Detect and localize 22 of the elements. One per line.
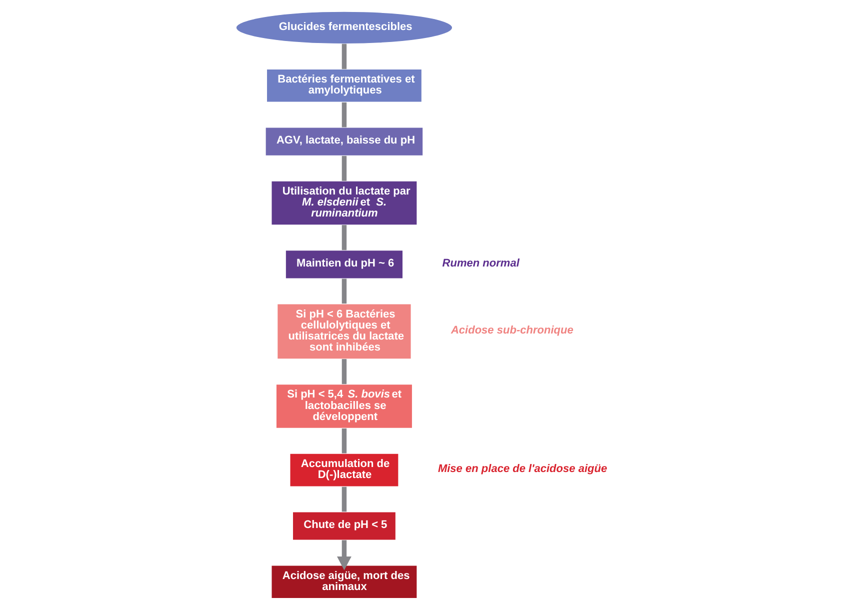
connector: [342, 486, 347, 512]
connector: [342, 44, 347, 70]
node-box: Accumulation de D(-)lactate: [289, 453, 399, 487]
node-box: Acidose aigüe, mort des animaux: [270, 564, 418, 599]
connector: [342, 156, 347, 181]
node-box: AGV, lactate, baisse du pH: [265, 126, 424, 156]
node-box: Chute de pH < 5: [292, 511, 396, 541]
node-box: Si pH < 6 Bactéries cellulolytiques et utilisatrices du lactate sont inhibées: [276, 303, 412, 360]
node-box: Maintien du pH ~ 6: [285, 250, 404, 279]
arrow: [337, 540, 352, 570]
connector: [342, 102, 347, 128]
label: Rumen normal: [442, 258, 520, 270]
label: Mise en place de l'acidose aigüe: [438, 463, 608, 476]
label: Acidose sub-chronique: [450, 324, 574, 337]
connector: [342, 225, 347, 250]
node-ellipse: Glucides fermentescibles: [236, 11, 453, 44]
node-box: Utilisation du lactate par M. elsdenii et S. ruminantium: [270, 180, 418, 226]
connector: [342, 428, 347, 454]
node-box: Bactéries fermentatives et amylolytiques: [266, 68, 422, 103]
node-box: Si pH < 5,4 S. bovis et lactobacilles se développent: [276, 384, 413, 429]
connector: [342, 278, 347, 304]
connector: [342, 359, 347, 384]
